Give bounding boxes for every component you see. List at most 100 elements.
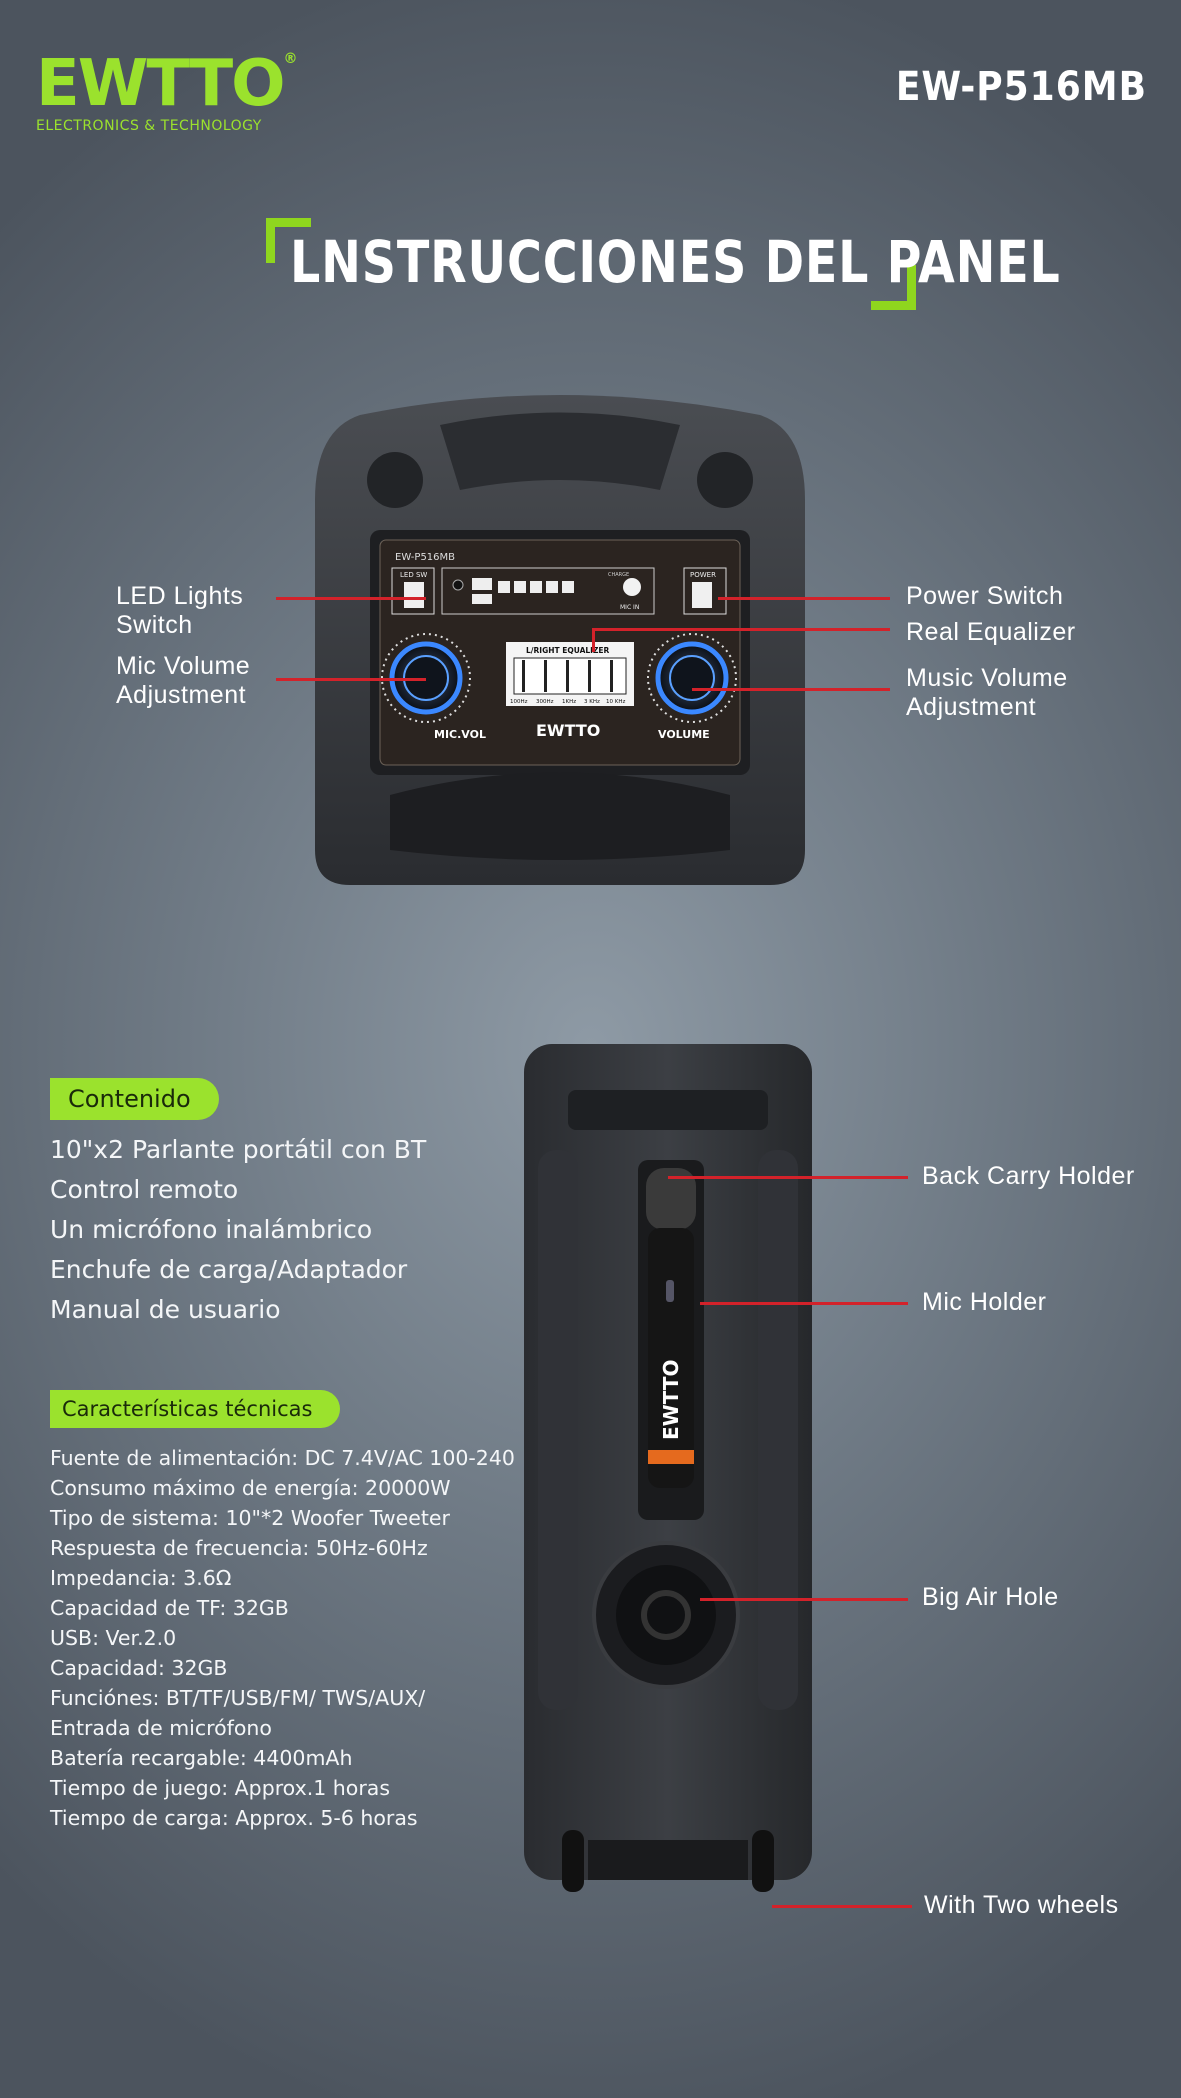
eq-slider-4[interactable] [588,660,591,692]
list-item: Batería recargable: 4400mAh [50,1746,353,1770]
callout-real-equalizer: Real Equalizer [906,618,1076,646]
brand-tagline: ELECTRONICS & TECHNOLOGY [36,118,262,134]
control-strip [441,567,655,615]
mic-brand-logo: EWTTO [659,1360,683,1440]
play-pause-button[interactable] [530,581,542,593]
model-number: EW-P516MB [895,64,1147,110]
callout-eq-line-drop [592,628,595,652]
list-item: USB: Ver.2.0 [50,1626,177,1650]
callout-two-wheels: With Two wheels [924,1891,1119,1919]
eq-freq-3: 1KHz [562,699,576,705]
list-item: Fuente de alimentación: DC 7.4V/AC 100-2… [50,1446,515,1470]
callout-wheels-line [772,1905,912,1908]
led-switch-frame [391,567,435,615]
brand-name: EWTTO [36,47,285,121]
brand-wordmark: EWTTO® [36,51,298,116]
eq-slider-3[interactable] [566,660,569,692]
contents-heading: Contenido [50,1078,219,1120]
list-item: Entrada de micrófono [50,1716,272,1740]
air-hole-grill [641,1590,691,1640]
air-hole-inner [616,1565,716,1665]
callout-mic-line [276,678,426,681]
eq-slider-5[interactable] [610,660,613,692]
specs-heading: Características técnicas [50,1390,341,1428]
mic-power-switch[interactable] [666,1280,674,1302]
callout-mic-volume: Mic Volume Adjustment [116,652,250,710]
callout-mic-line2: Adjustment [116,681,247,709]
callout-music-line2: Adjustment [906,693,1037,721]
title-bracket-top-left [266,218,311,263]
power-switch-frame [683,567,727,615]
callout-mic-line1: Mic Volume [116,652,251,680]
callout-led-line1: LED Lights [116,582,244,610]
corner-recess-right [697,452,753,508]
callout-mic-holder: Mic Holder [922,1288,1047,1316]
charge-label: CHARGE [608,572,629,578]
speaker-side-illustration: EWTTO [524,1044,812,1892]
eq-freq-4: 3 KHz [584,699,600,705]
tf-slot[interactable] [472,594,492,604]
eq-freq-2: 300Hz [536,699,554,705]
equalizer-label: L/RIGHT EQUALIZER [526,646,610,655]
right-wheel [752,1830,774,1892]
list-item: Manual de usuario [50,1295,281,1324]
next-button[interactable] [546,581,558,593]
callout-led-lights: LED Lights Switch [116,582,243,640]
panel-model-label: EW-P516MB [395,552,455,563]
callout-mic-holder-line [700,1302,908,1305]
panel-brand-logo: EWTTO [536,721,600,740]
callout-big-air-hole: Big Air Hole [922,1583,1059,1611]
contents-list: 10"x2 Parlante portátil con BT Control r… [50,1130,426,1330]
prev-button[interactable] [514,581,526,593]
side-rib-left [538,1150,578,1710]
list-item: 10"x2 Parlante portátil con BT [50,1135,427,1164]
callout-led-line [276,597,426,600]
list-item: Consumo máximo de energía: 20000W [50,1476,451,1500]
eq-freq-1: 100Hz [510,699,528,705]
mode-button[interactable] [498,581,510,593]
callout-back-line [668,1176,908,1179]
corner-recess-left [367,452,423,508]
list-item: Capacidad de TF: 32GB [50,1596,289,1620]
eq-slider-2[interactable] [544,660,547,692]
list-item: Tiempo de juego: Approx.1 horas [50,1776,391,1800]
list-item: Tiempo de carga: Approx. 5-6 horas [50,1806,418,1830]
page-title: LNSTRUCCIONES DEL PANEL [290,228,1061,296]
list-item: Capacidad: 32GB [50,1656,228,1680]
power-switch-label: POWER [690,571,716,579]
title-block: LNSTRUCCIONES DEL PANEL [266,218,1060,310]
callout-music-line [692,688,890,691]
playback-buttons [498,581,574,593]
volume-label: VOLUME [658,728,710,741]
callout-music-volume: Music Volume Adjustment [906,664,1068,722]
aux-jack[interactable] [452,579,464,591]
list-item: Tipo de sistema: 10"*2 Woofer Tweeter [50,1506,450,1530]
bottom-grip [390,772,730,860]
equalizer-sliders [513,657,627,695]
carry-handle-recess [440,412,680,490]
led-switch[interactable] [404,582,424,608]
eq-slider-1[interactable] [522,660,525,692]
list-item: Respuesta de frecuencia: 50Hz-60Hz [50,1536,428,1560]
brand-logo: EWTTO® ELECTRONICS & TECHNOLOGY [36,51,298,134]
specs-list: Fuente de alimentación: DC 7.4V/AC 100-2… [50,1443,515,1833]
mic-in-label: MIC IN [620,604,639,611]
left-wheel [562,1830,584,1892]
callout-music-line1: Music Volume [906,664,1068,692]
mic-volume-knob[interactable] [381,633,471,723]
list-item: Funciónes: BT/TF/USB/FM/ TWS/AUX/ [50,1686,426,1710]
callout-power-switch: Power Switch [906,582,1064,610]
list-item: Impedancia: 3.6Ω [50,1566,232,1590]
side-rib-right [758,1150,798,1710]
rec-pre-button[interactable] [562,581,574,593]
speaker-base [588,1840,748,1880]
wireless-microphone[interactable]: EWTTO [646,1168,696,1488]
callout-air-line [700,1598,908,1601]
list-item: Enchufe de carga/Adaptador [50,1255,408,1284]
usb-port[interactable] [472,578,492,590]
callout-led-line2: Switch [116,611,193,639]
title-bracket-bottom-right [871,265,916,310]
registered-mark: ® [283,51,298,67]
mic-in-jack[interactable] [623,578,641,596]
power-switch[interactable] [692,582,712,608]
